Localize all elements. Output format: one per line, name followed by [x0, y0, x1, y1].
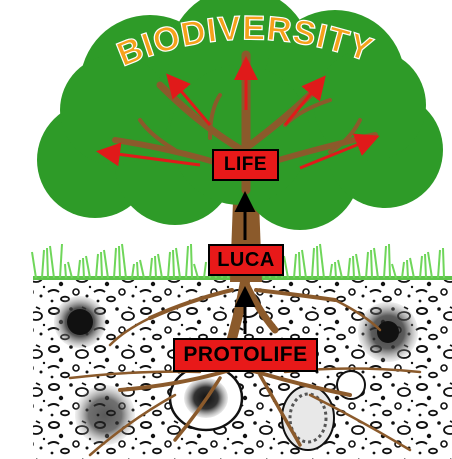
grass-blade — [283, 255, 289, 279]
grass-blade — [67, 261, 73, 279]
life-label: LIFE — [223, 154, 268, 175]
grass-blade — [329, 263, 333, 279]
grass-blade — [406, 259, 409, 279]
grass-blade — [347, 257, 351, 279]
grass-blade — [298, 251, 301, 279]
arrow-up — [166, 73, 212, 126]
life-label-box: LIFE — [212, 149, 279, 181]
grass-blade — [437, 249, 441, 279]
grass-blade — [365, 251, 369, 279]
grass-blade — [49, 245, 55, 279]
grass-blade — [355, 253, 361, 279]
grass-blade — [419, 255, 423, 279]
grass-blade — [190, 243, 193, 279]
grass-blade — [77, 259, 81, 279]
grass-blade — [136, 261, 139, 279]
grass-blade — [103, 249, 109, 279]
grass-blade — [319, 243, 325, 279]
grass-blade — [388, 243, 391, 279]
grass-blade — [59, 243, 63, 279]
grass-blade — [334, 261, 337, 279]
arrow-up — [299, 133, 380, 170]
diversification-arrows — [96, 56, 380, 170]
grass-blade — [370, 249, 373, 279]
grass-blade — [391, 263, 397, 279]
grass-blade — [41, 249, 45, 279]
grass-blade — [383, 245, 387, 279]
grass-blade — [409, 257, 415, 279]
grass-blade — [100, 251, 103, 279]
arrow-up — [96, 142, 201, 167]
protolife-label-box: PROTOLIFE — [173, 338, 318, 372]
grass-blade — [131, 263, 135, 279]
grass-blade — [301, 249, 307, 279]
luca-label: LUCA — [217, 248, 275, 271]
grass-blade — [46, 247, 49, 279]
grass-blade — [424, 253, 427, 279]
grass-blade — [82, 257, 85, 279]
grass-blade — [167, 251, 171, 279]
grass-blade — [442, 247, 445, 279]
grass-blade — [352, 255, 355, 279]
grass-blade — [95, 253, 99, 279]
grass-blade — [401, 261, 405, 279]
grass-blade — [85, 255, 91, 279]
grass-blade — [193, 263, 199, 279]
grass-blade — [175, 247, 181, 279]
grass-blade — [154, 255, 157, 279]
grass-blade — [427, 251, 433, 279]
grass-blade — [31, 251, 37, 279]
grass-blade — [293, 253, 297, 279]
grass-blade — [316, 245, 319, 279]
grass-blade — [172, 249, 175, 279]
grass-blade — [121, 243, 127, 279]
grass-blade — [157, 253, 163, 279]
grass-blade — [64, 263, 67, 279]
luca-label-box: LUCA — [208, 244, 284, 276]
grass-blade — [203, 261, 207, 279]
grass-blade — [113, 247, 117, 279]
grass-blade — [311, 247, 315, 279]
grass-blade — [149, 257, 153, 279]
grass-blade — [337, 259, 343, 279]
protolife-label: PROTOLIFE — [183, 343, 308, 366]
grass-blade — [118, 245, 121, 279]
tree-canopy — [37, 0, 443, 230]
arrow-up — [283, 75, 326, 126]
grass-blade — [185, 245, 189, 279]
grass-blade — [139, 259, 145, 279]
grass-blade — [373, 247, 379, 279]
